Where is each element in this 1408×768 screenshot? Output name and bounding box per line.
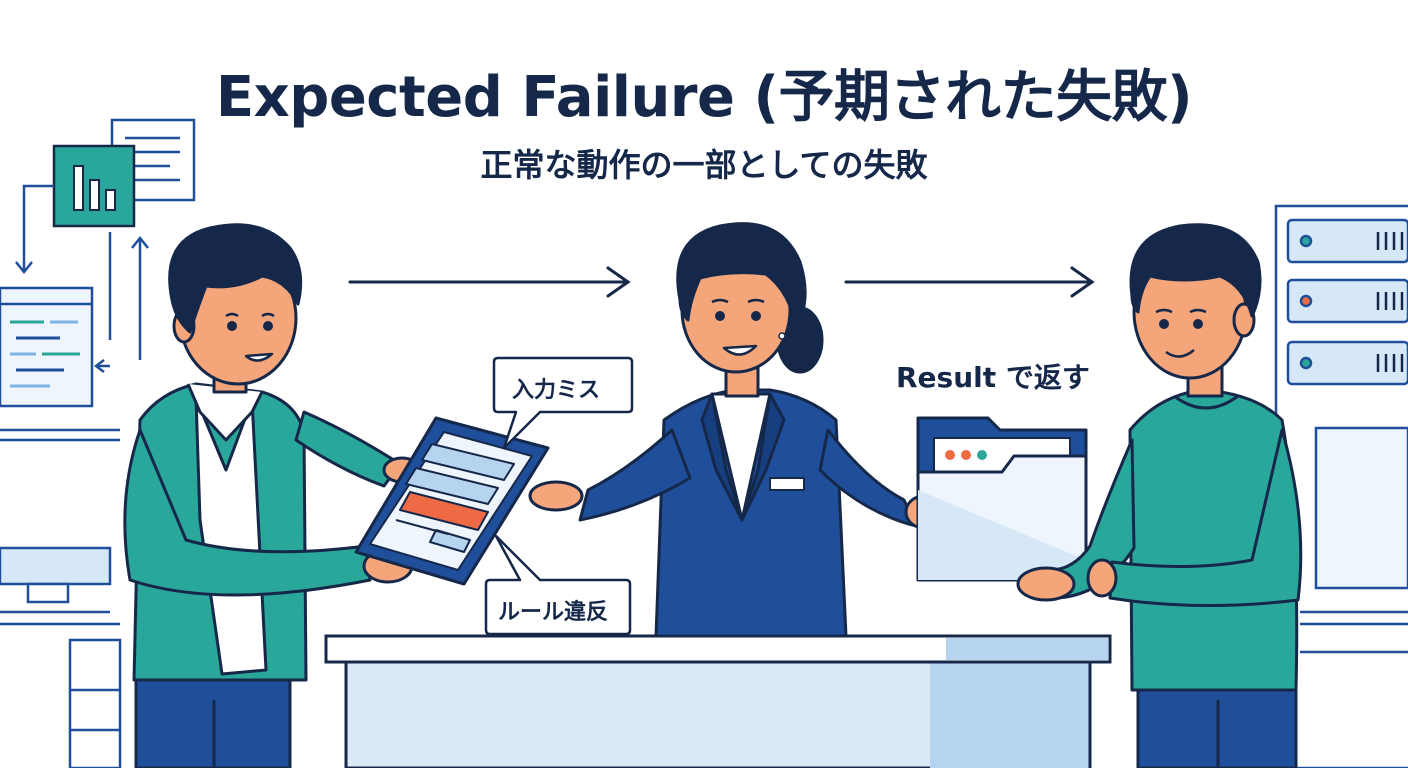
flow-arrow-1 [348, 266, 631, 298]
service-counter [324, 634, 1112, 768]
left-background-decor [0, 118, 196, 768]
result-folder [916, 416, 1088, 582]
right-person [1016, 223, 1303, 768]
callout-input-error: 入力ミス [512, 378, 601, 403]
tablet [354, 416, 550, 586]
callout-rule-violation: ルール違反 [498, 600, 609, 625]
page-subtitle: 正常な動作の一部としての失敗 [480, 146, 928, 184]
callout-result-return: Result で返す [896, 361, 1090, 394]
callout-input-error-box [492, 356, 634, 450]
page-title: Expected Failure (予期された失敗) [215, 65, 1193, 130]
server-rack [1274, 204, 1408, 768]
center-person [528, 222, 944, 638]
callout-rule-violation-box [484, 534, 632, 636]
flow-arrow-2 [844, 266, 1095, 298]
